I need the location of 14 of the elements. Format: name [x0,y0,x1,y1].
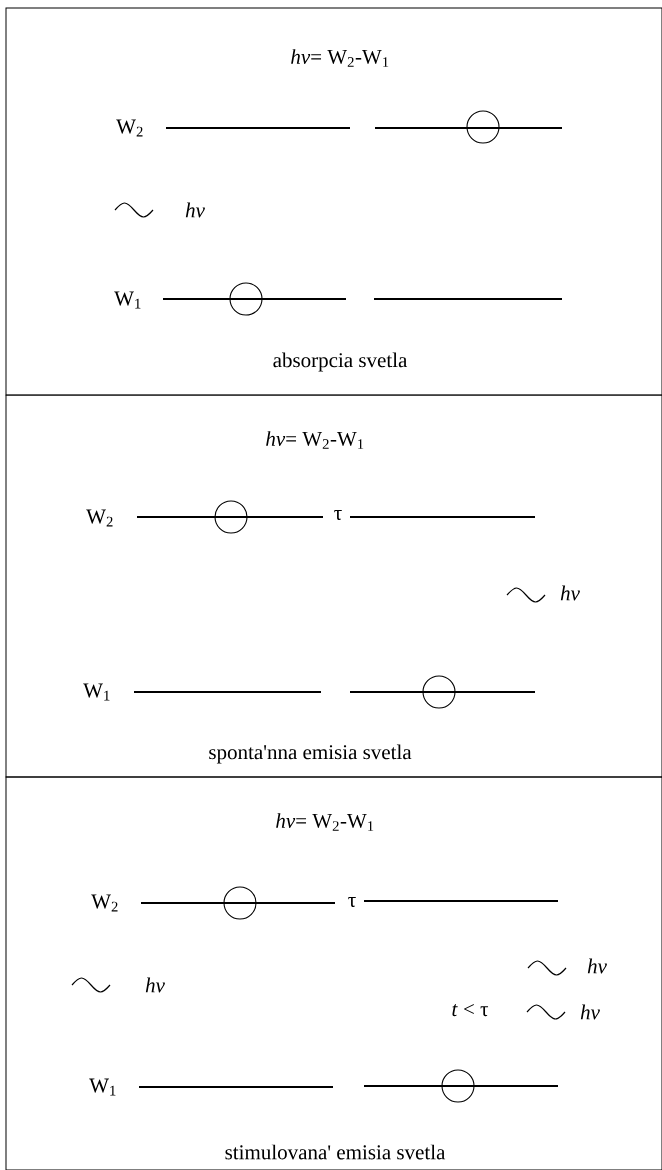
time-label: t < τ [452,1003,489,1017]
time-label: τ [334,510,342,520]
photon-label: hν [580,1004,600,1020]
photon-label: hν [145,977,165,993]
photon-label: hν [560,585,580,601]
photon-label: hν [587,958,607,974]
level-label: W$_{1}$ [114,291,141,309]
level-label: W$_{2}$ [91,894,118,912]
time-label: τ [348,897,356,907]
photon-label: hν [185,202,205,218]
level-label: W$_{2}$ [86,509,113,527]
level-label: W$_{1}$ [89,1078,116,1096]
level-label: W$_{1}$ [83,683,110,701]
level-label: W$_{2}$ [116,119,143,137]
